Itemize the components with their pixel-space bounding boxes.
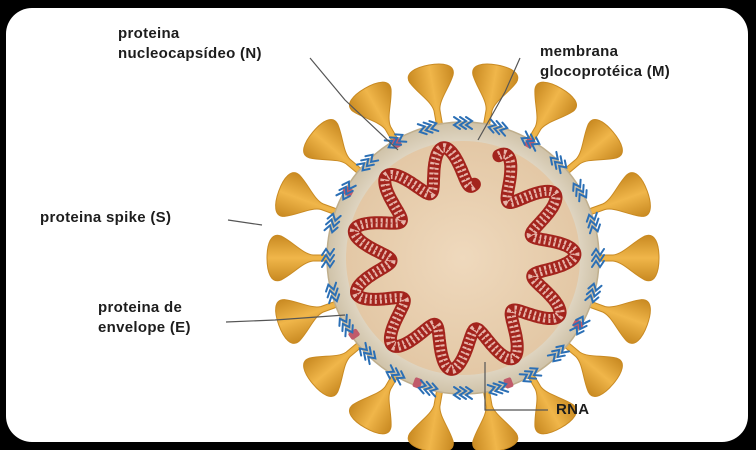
label-nucleocapsid: proteina nucleocapsídeo (N) <box>118 24 262 64</box>
label-membrane: membrana glocoprotéica (M) <box>540 42 670 82</box>
label-membrane-line1: membrana <box>540 42 670 62</box>
label-nucleocapsid-line2: nucleocapsídeo (N) <box>118 44 262 64</box>
leader-spike <box>228 220 262 225</box>
membrane-protein-glyph <box>322 249 334 267</box>
membrane-protein-glyph <box>454 117 472 129</box>
label-nucleocapsid-line1: proteina <box>118 24 262 44</box>
label-envelope: proteina de envelope (E) <box>98 298 191 338</box>
label-envelope-line1: proteina de <box>98 298 191 318</box>
label-rna: RNA <box>556 400 589 420</box>
label-spike: proteina spike (S) <box>40 208 171 228</box>
label-membrane-line2: glocoprotéica (M) <box>540 62 670 82</box>
membrane-protein-glyph <box>454 387 472 399</box>
membrane-protein-glyph <box>592 249 604 267</box>
label-envelope-line2: envelope (E) <box>98 318 191 338</box>
